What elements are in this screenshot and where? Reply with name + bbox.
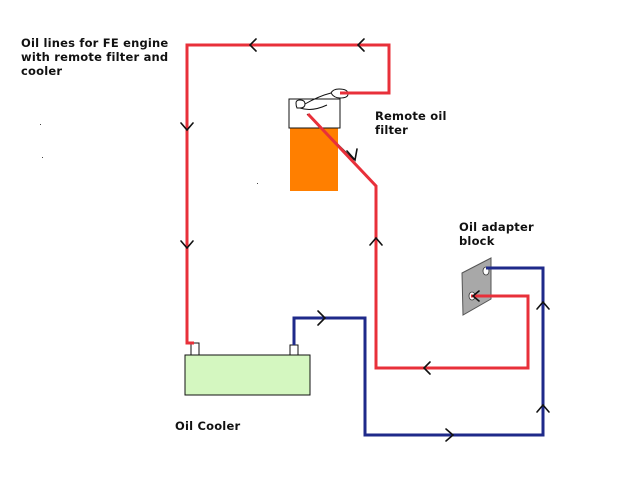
- filter-fitting-link: [304, 92, 332, 105]
- arrow-right-cooler-outlet: [317, 310, 327, 326]
- arrow-up-to-filter: [369, 236, 383, 246]
- stray-dot: [257, 183, 258, 184]
- supply-line-filter-to-cooler: [185, 43, 391, 345]
- stray-dot: [40, 124, 41, 125]
- arrow-down-upper: [180, 122, 194, 132]
- oil-cooler: [184, 342, 311, 396]
- filter-fitting-link-lower: [299, 104, 328, 110]
- return-line-cooler-to-adapter: [292, 266, 545, 437]
- filter-fitting-left: [295, 99, 306, 109]
- supply-lines: [185, 43, 530, 370]
- cooler-outlet-fitting: [289, 344, 299, 356]
- arrow-up-return-lower: [536, 403, 550, 413]
- arrow-down-lower: [180, 240, 194, 250]
- arrow-left-into-adapter: [471, 290, 480, 302]
- return-lines: [292, 266, 545, 437]
- adapter-block-label: Oil adapter block: [459, 220, 534, 248]
- flow-arrows: [180, 38, 550, 442]
- oil-cooler-label: Oil Cooler: [175, 419, 241, 433]
- arrow-right-return-bottom: [445, 428, 455, 442]
- cooler-body: [184, 354, 311, 396]
- arrow-left-top-left: [248, 38, 257, 52]
- arrow-left-supply-bottom: [422, 361, 431, 375]
- remote-filter-label: Remote oil filter: [375, 109, 447, 137]
- cooler-inlet-fitting: [190, 342, 200, 356]
- stray-dot: [42, 157, 43, 158]
- arrow-left-top-right: [356, 38, 365, 52]
- oil-adapter-block: [461, 257, 492, 316]
- remote-oil-filter: [288, 88, 355, 191]
- arrow-up-return-upper: [536, 300, 550, 310]
- supply-line-adapter-to-filter: [306, 112, 530, 370]
- diagram-title: Oil lines for FE engine with remote filt…: [21, 36, 169, 78]
- arrow-diagonal-to-filter: [346, 148, 358, 162]
